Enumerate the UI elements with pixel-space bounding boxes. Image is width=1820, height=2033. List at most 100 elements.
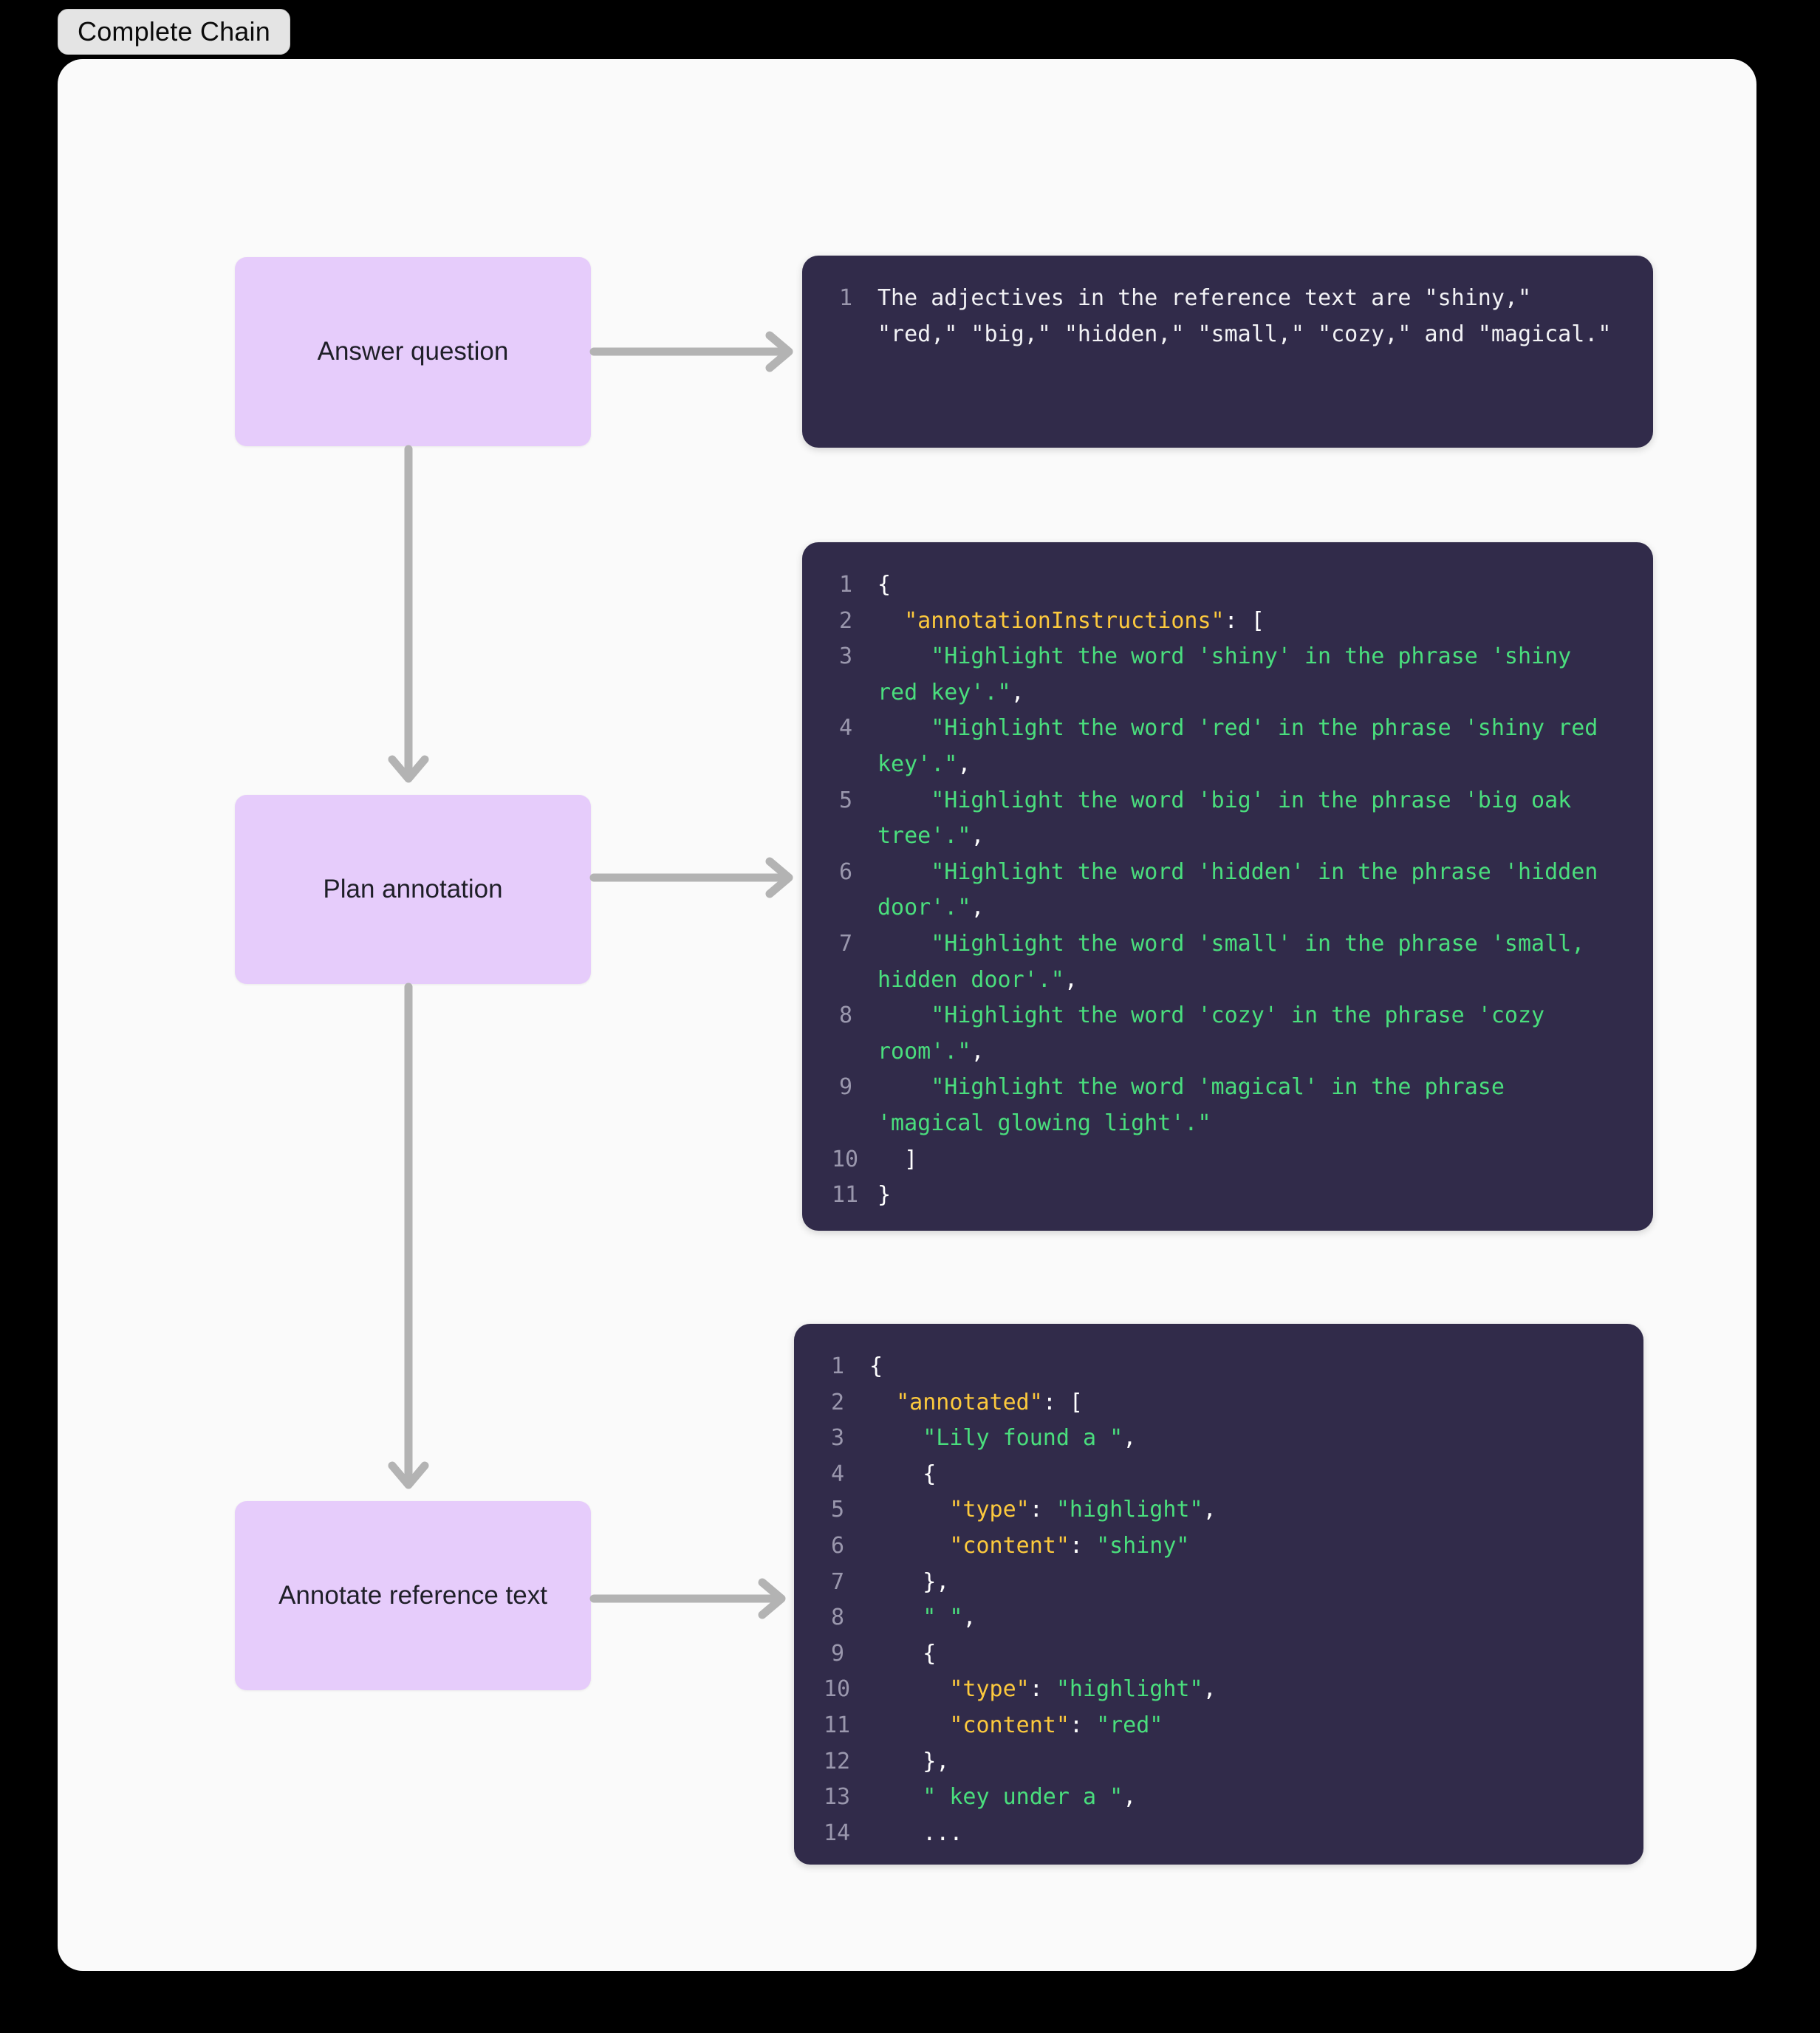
code-token-str: "highlight" <box>1056 1676 1203 1703</box>
code-line: 7 }, <box>824 1565 1614 1601</box>
code-token-key: "type" <box>869 1676 1030 1703</box>
code-token-key: "content" <box>869 1712 1070 1738</box>
code-token-str: " key under a " <box>869 1784 1123 1811</box>
code-line-number: 3 <box>838 643 852 670</box>
code-token-punc: : [ <box>1042 1389 1083 1415</box>
code-line: 7 "Highlight the word 'small' in the phr… <box>832 926 1624 998</box>
complete-chain-badge[interactable]: Complete Chain <box>58 9 290 55</box>
code-token-str: "Highlight the word 'hidden' in the phra… <box>878 858 1612 921</box>
code-token-key: "type" <box>869 1497 1030 1523</box>
code-line-number: 6 <box>838 858 852 885</box>
arrow-down-icon <box>386 445 431 795</box>
code-line-number: 8 <box>830 1605 844 1631</box>
code-line-text: "Highlight the word 'magical' in the phr… <box>878 1070 1624 1141</box>
code-token-punc: : <box>1029 1497 1056 1523</box>
code-line: 8 "Highlight the word 'cozy' in the phra… <box>832 998 1624 1070</box>
code-token-punc: , <box>1202 1676 1217 1703</box>
code-line: 3 "Lily found a ", <box>824 1421 1614 1457</box>
code-token-str: " " <box>869 1605 963 1631</box>
code-line-text: "annotationInstructions": [ <box>878 604 1624 640</box>
code-token-punc: , <box>971 895 985 921</box>
code-token-punc: , <box>1123 1425 1137 1452</box>
code-line-text: ... <box>869 1816 1614 1852</box>
code-block-plan-output: 1{2 "annotationInstructions": [3 "Highli… <box>802 542 1653 1231</box>
code-line-text: "Highlight the word 'hidden' in the phra… <box>878 855 1624 926</box>
code-token-plain: The adjectives in the reference text are… <box>878 285 1612 347</box>
code-token-punc: , <box>971 1038 985 1065</box>
code-token-punc: : [ <box>1224 607 1265 634</box>
code-line-text: "Highlight the word 'big' in the phrase … <box>878 783 1624 855</box>
code-line-text: { <box>878 567 1624 604</box>
code-line-number: 1 <box>830 1353 844 1379</box>
code-token-punc: { <box>869 1460 937 1487</box>
code-line-text: The adjectives in the reference text are… <box>878 281 1624 352</box>
code-line-text: } <box>878 1178 1624 1214</box>
code-line-text: { <box>869 1636 1614 1672</box>
code-line-number: 14 <box>824 1820 851 1846</box>
code-token-punc: }, <box>869 1568 950 1595</box>
flow-node-annotate-reference-text[interactable]: Annotate reference text <box>235 1501 591 1690</box>
code-token-punc: : <box>1069 1712 1097 1738</box>
code-line-text: "annotated": [ <box>869 1385 1614 1421</box>
arrow-right-icon <box>589 1576 798 1621</box>
flow-node-label: Plan annotation <box>323 875 503 904</box>
code-line-number: 9 <box>838 1074 852 1101</box>
complete-chain-badge-label: Complete Chain <box>78 16 270 47</box>
code-token-punc: } <box>878 1182 892 1209</box>
code-line-text: "content": "shiny" <box>869 1528 1614 1565</box>
code-line-number: 11 <box>832 1182 859 1209</box>
code-line-number: 5 <box>838 787 852 813</box>
code-token-punc: }, <box>869 1748 950 1774</box>
code-token-str: "Highlight the word 'shiny' in the phras… <box>878 643 1585 705</box>
code-line-number: 4 <box>838 715 852 742</box>
code-token-punc: , <box>971 823 985 850</box>
code-token-str: "Highlight the word 'cozy' in the phrase… <box>878 1002 1559 1065</box>
code-token-punc: , <box>1064 966 1078 993</box>
code-line: 12 }, <box>824 1744 1614 1780</box>
code-line-number: 7 <box>830 1568 844 1595</box>
code-line-number: 5 <box>830 1497 844 1523</box>
code-line-number: 6 <box>830 1532 844 1559</box>
code-token-punc: { <box>869 1353 883 1379</box>
code-line-number: 13 <box>824 1784 851 1811</box>
code-line: 10 ] <box>832 1142 1624 1178</box>
code-token-punc: , <box>1123 1784 1137 1811</box>
code-line: 1{ <box>832 567 1624 604</box>
code-token-str: "Lily found a " <box>869 1425 1123 1452</box>
code-line-number: 9 <box>830 1640 844 1667</box>
code-line-number: 10 <box>832 1146 859 1172</box>
code-token-str: "red" <box>1096 1712 1163 1738</box>
code-line: 13 " key under a ", <box>824 1780 1614 1816</box>
code-line-number: 8 <box>838 1002 852 1029</box>
flow-node-plan-annotation[interactable]: Plan annotation <box>235 795 591 984</box>
code-line-text: }, <box>869 1565 1614 1601</box>
code-line-number: 2 <box>838 607 852 634</box>
arrow-down-icon <box>386 983 431 1501</box>
code-line-number: 4 <box>830 1460 844 1487</box>
code-line: 9 "Highlight the word 'magical' in the p… <box>832 1070 1624 1141</box>
code-line-text: { <box>869 1457 1614 1493</box>
code-line-text: "Highlight the word 'cozy' in the phrase… <box>878 998 1624 1070</box>
code-token-punc: , <box>962 1605 976 1631</box>
code-line-number: 7 <box>838 930 852 957</box>
code-line-text: " key under a ", <box>869 1780 1614 1816</box>
code-token-punc: , <box>1010 679 1024 705</box>
code-line-text: { <box>869 1349 1614 1385</box>
code-token-punc: , <box>1202 1497 1217 1523</box>
code-token-punc: , <box>957 751 971 777</box>
code-line-number: 10 <box>824 1676 851 1703</box>
code-line-text: "Highlight the word 'red' in the phrase … <box>878 711 1624 782</box>
code-line-number: 3 <box>830 1425 844 1452</box>
code-line: 14 ... <box>824 1816 1614 1852</box>
code-token-punc: { <box>878 572 892 598</box>
flow-node-answer-question[interactable]: Answer question <box>235 257 591 446</box>
code-line-text: ] <box>878 1142 1624 1178</box>
code-line: 6 "Highlight the word 'hidden' in the ph… <box>832 855 1624 926</box>
code-token-str: "shiny" <box>1096 1532 1190 1559</box>
code-token-str: "Highlight the word 'magical' in the phr… <box>878 1074 1518 1136</box>
arrow-right-icon <box>589 329 805 374</box>
code-line-number: 12 <box>824 1748 851 1774</box>
code-line: 2 "annotationInstructions": [ <box>832 604 1624 640</box>
code-line: 1{ <box>824 1349 1614 1385</box>
